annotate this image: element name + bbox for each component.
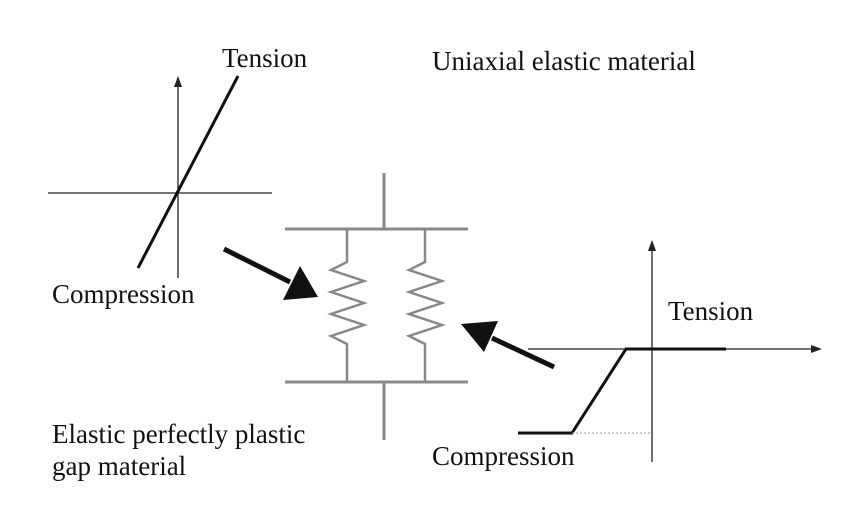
gap-vertical-axis-arrowhead bbox=[648, 240, 656, 251]
gap-stress-strain-curve bbox=[518, 347, 726, 435]
left-spring bbox=[327, 229, 368, 382]
arrow-right-head bbox=[461, 321, 498, 352]
tension-label-right: Tension bbox=[668, 296, 754, 326]
compression-label-right: Compression bbox=[432, 441, 575, 471]
spring-model bbox=[285, 173, 468, 440]
gap-material-plot bbox=[518, 240, 822, 462]
elastic-material-plot bbox=[48, 75, 272, 278]
gap-material-label-line2: gap material bbox=[52, 451, 187, 481]
tension-label-left: Tension bbox=[222, 43, 308, 73]
pointer-arrows bbox=[222, 246, 556, 370]
arrow-left-shaft bbox=[222, 246, 292, 285]
arrow-right-shaft bbox=[490, 335, 556, 370]
gap-horizontal-axis-arrowhead bbox=[811, 345, 822, 353]
arrow-left-head bbox=[283, 266, 318, 300]
uniaxial-elastic-material-label: Uniaxial elastic material bbox=[432, 46, 696, 76]
elastic-vertical-axis-arrowhead bbox=[174, 76, 182, 87]
compression-label-left: Compression bbox=[52, 279, 195, 309]
elastic-stress-strain-line bbox=[136, 75, 240, 269]
gap-material-label: Elastic perfectly plastic gap material bbox=[52, 418, 412, 482]
right-spring bbox=[405, 229, 446, 382]
gap-material-label-line1: Elastic perfectly plastic bbox=[52, 419, 306, 449]
